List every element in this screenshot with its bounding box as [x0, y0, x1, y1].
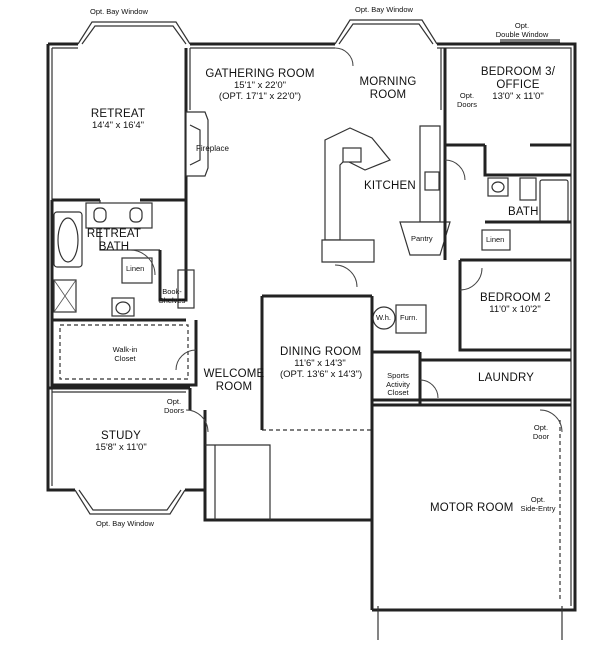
room-bedroom3-line1: BEDROOM 3/ [480, 66, 556, 78]
room-bedroom3: BEDROOM 3/ OFFICE 13'0" x 11'0" [478, 66, 558, 103]
room-retreat-dims: 14'4" x 16'4" [91, 120, 145, 132]
side-entry-line1: Opt. [530, 495, 546, 504]
room-retreat-bath-line2: BATH [98, 241, 130, 254]
room-gathering: GATHERING ROOM 15'1" x 22'0" (OPT. 17'1"… [205, 68, 315, 103]
pantry-label: Pantry [411, 234, 433, 243]
room-gathering-opt-dims: (OPT. 17'1" x 22'0") [218, 91, 302, 103]
room-bedroom2: BEDROOM 2 11'0" x 10'2" [480, 292, 551, 316]
room-laundry: LAUNDRY [478, 372, 535, 384]
opt-doors-bed3-label: Opt. Doors [452, 91, 482, 109]
room-welcome-line1: WELCOME [203, 368, 265, 380]
room-bedroom2-name: BEDROOM 2 [480, 292, 551, 304]
room-morning-line1: MORNING [359, 76, 417, 88]
sports-line3: Closet [387, 388, 409, 398]
room-welcome: WELCOME ROOM [202, 368, 266, 394]
opt-doors-bed3-line2: Doors [456, 99, 477, 109]
room-dining-opt-dims: (OPT. 13'6" x 14'3") [280, 369, 363, 381]
bay-window-top-left-label: Opt. Bay Window [90, 7, 148, 16]
opt-doors-bed3-line1: Opt. [459, 91, 475, 100]
room-bath: BATH [508, 206, 539, 218]
side-entry-label: Opt. Side-Entry [516, 495, 560, 513]
opt-doors-study-line2: Doors [163, 405, 184, 415]
room-gathering-dims: 15'1" x 22'0" [233, 80, 287, 92]
opt-door-line2: Door [532, 431, 550, 441]
room-study: STUDY 15'8" x 11'0" [86, 430, 156, 454]
opt-doors-study-line1: Opt. [166, 397, 182, 406]
walkin-closet-label: Walk-in Closet [100, 345, 150, 363]
bay-window-top-center [334, 19, 438, 45]
room-study-dims: 15'8" x 11'0" [95, 442, 147, 454]
opt-doors-study-label: Opt. Doors [160, 397, 188, 415]
room-kitchen: KITCHEN [364, 180, 416, 192]
room-retreat-name: RETREAT [90, 108, 146, 120]
side-entry-line2: Side-Entry [520, 503, 556, 513]
linen-bath-label: Linen [486, 235, 505, 244]
interior-walls [48, 48, 571, 640]
door-swings [129, 47, 563, 433]
double-window-label: Opt. Double Window [488, 21, 556, 39]
opt-door-line1: Opt. [533, 423, 549, 432]
room-bedroom2-dims: 11'0" x 10'2" [489, 304, 541, 316]
room-dining: DINING ROOM 11'6" x 14'3" (OPT. 13'6" x … [280, 346, 363, 381]
room-retreat-bath: RETREAT BATH [84, 228, 144, 254]
fireplace-label: Fireplace [196, 144, 229, 153]
double-window [500, 39, 560, 43]
room-study-name: STUDY [101, 430, 141, 442]
walkin-line1: Walk-in [112, 345, 138, 354]
room-bedroom3-dims: 13'0" x 11'0" [492, 91, 544, 103]
linen-retreat-label: Linen [126, 264, 145, 273]
room-morning-line2: ROOM [369, 89, 407, 102]
exterior-walls [46, 42, 577, 612]
sports-closet-label: Sports Activity Closet [380, 371, 416, 398]
room-motor: MOTOR ROOM [430, 502, 514, 514]
bay-window-top-center-label: Opt. Bay Window [355, 5, 413, 14]
room-dining-name: DINING ROOM [280, 346, 362, 358]
wh-label: W.h. [376, 313, 392, 322]
walkin-line2: Closet [114, 353, 136, 363]
room-welcome-line2: ROOM [215, 381, 253, 394]
sports-line1: Sports [387, 371, 409, 380]
room-gathering-name: GATHERING ROOM [205, 68, 315, 80]
sports-line2: Activity [386, 379, 410, 389]
bay-window-bottom [74, 489, 186, 515]
opt-door-label: Opt. Door [528, 423, 554, 441]
bay-window-top-left [77, 21, 191, 45]
bookshelves-label: Book- Shelves [152, 287, 192, 305]
room-morning: MORNING ROOM [358, 76, 418, 102]
furn-label: Furn. [400, 313, 418, 322]
bookshelves-line1: Book- [162, 287, 182, 296]
double-window-line1: Opt. [514, 21, 530, 30]
bay-window-bottom-label: Opt. Bay Window [96, 519, 154, 528]
room-bedroom3-line2: OFFICE [496, 79, 540, 92]
room-retreat: RETREAT 14'4" x 16'4" [78, 108, 158, 132]
double-window-line2: Double Window [495, 29, 549, 39]
bookshelves-line2: Shelves [158, 295, 186, 305]
room-retreat-bath-line1: RETREAT [86, 228, 142, 240]
room-dining-dims: 11'6" x 14'3" [294, 358, 346, 370]
